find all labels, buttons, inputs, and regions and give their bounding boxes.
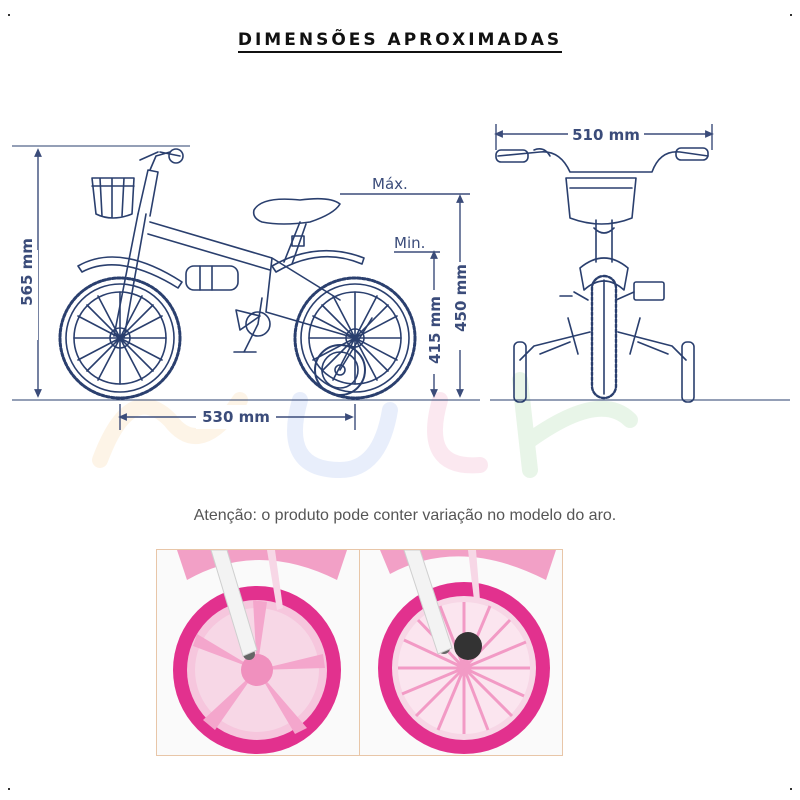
watermark: [92, 372, 638, 479]
max-label: Máx.: [372, 175, 408, 193]
bike-front-view: [495, 147, 709, 403]
rear-fender: [271, 249, 365, 273]
training-struts: [519, 331, 687, 361]
frame: [147, 221, 356, 339]
page-title-text: DIMENSÕES APROXIMADAS: [237, 30, 563, 53]
corner-dot-top-right: [790, 14, 792, 16]
handlebar-stem: [137, 151, 181, 217]
right-training-wheel: [681, 341, 695, 403]
min-label: Min.: [394, 234, 425, 252]
corner-dot-top-left: [8, 14, 10, 16]
length-530-label: 530 mm: [202, 408, 270, 426]
front-handlebar: [497, 151, 709, 173]
bike-side-view: [58, 148, 417, 400]
front-fender: [77, 256, 183, 289]
height-450-label: 450 mm: [452, 264, 470, 332]
dimension-diagram: 565 mm 450 mm 415 mm 530 mm 510 mm Máx. …: [8, 124, 790, 479]
front-basket: [565, 177, 637, 225]
crank: [245, 311, 271, 337]
height-565-label: 565 mm: [18, 238, 36, 306]
wheel-photo-star-rim: [156, 549, 360, 756]
corner-dot-bottom-right: [790, 788, 792, 790]
front-view-tire: [590, 274, 618, 400]
page-title: DIMENSÕES APROXIMADAS: [0, 30, 800, 53]
front-fork: [113, 213, 147, 339]
training-wheel: [314, 317, 373, 396]
basket: [91, 177, 135, 219]
left-training-wheel: [513, 341, 527, 403]
height-415-label: 415 mm: [426, 296, 444, 364]
seat: [252, 197, 341, 225]
front-wheel: [58, 276, 182, 400]
seat-post: [283, 221, 307, 265]
wheel-photo-spoke-rim: [359, 549, 563, 756]
corner-dot-bottom-left: [8, 788, 10, 790]
variation-notice: Atenção: o produto pode conter variação …: [193, 507, 617, 524]
width-510-label: 510 mm: [572, 126, 640, 144]
